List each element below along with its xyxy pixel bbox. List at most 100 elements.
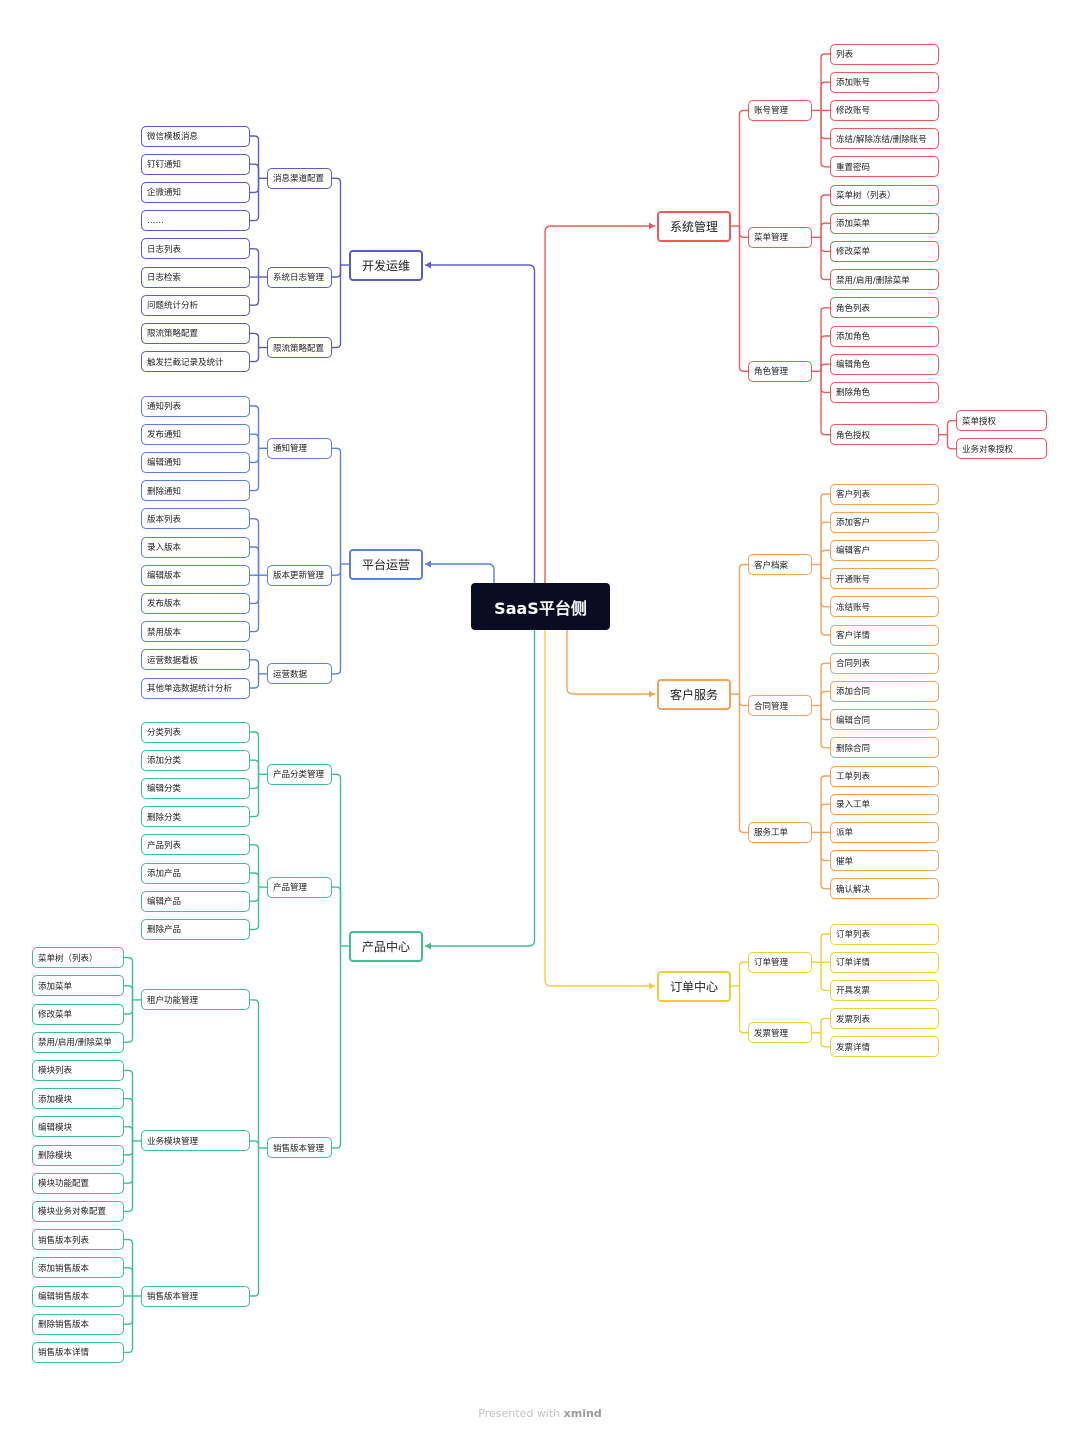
leaf-topic[interactable]: 录入工单 — [830, 793, 939, 815]
leaf-topic[interactable]: 运营数据看板 — [141, 649, 250, 671]
leaf-topic[interactable]: 添加菜单 — [32, 975, 124, 997]
leaf-topic[interactable]: 添加客户 — [830, 511, 939, 533]
subtopic[interactable]: 运营数据 — [267, 663, 332, 685]
leaf-topic[interactable]: 编辑通知 — [141, 451, 250, 473]
leaf-topic[interactable]: 租户功能管理 — [141, 989, 250, 1011]
leaf-topic[interactable]: 业务对象授权 — [956, 438, 1047, 460]
leaf-topic[interactable]: 开通账号 — [830, 568, 939, 590]
subtopic[interactable]: 产品管理 — [267, 876, 332, 898]
leaf-topic[interactable]: 派单 — [830, 821, 939, 843]
leaf-topic[interactable]: 发票列表 — [830, 1008, 939, 1030]
branch-topic[interactable]: 开发运维 — [349, 249, 423, 281]
leaf-topic[interactable]: 模块功能配置 — [32, 1172, 124, 1194]
leaf-topic[interactable]: 菜单授权 — [956, 410, 1047, 432]
subtopic[interactable]: 消息渠道配置 — [267, 167, 332, 189]
leaf-topic[interactable]: 销售版本详情 — [32, 1341, 124, 1363]
leaf-topic[interactable]: 添加分类 — [141, 749, 250, 771]
leaf-topic[interactable]: 开具发票 — [830, 979, 939, 1001]
leaf-topic[interactable]: 列表 — [830, 43, 939, 65]
subtopic[interactable]: 系统日志管理 — [267, 266, 332, 288]
leaf-topic[interactable]: 发布通知 — [141, 423, 250, 445]
subtopic[interactable]: 发票管理 — [748, 1022, 812, 1044]
leaf-topic[interactable]: 菜单树（列表） — [32, 947, 124, 969]
leaf-topic[interactable]: 工单列表 — [830, 765, 939, 787]
leaf-topic[interactable]: 发票详情 — [830, 1036, 939, 1058]
subtopic[interactable]: 账号管理 — [748, 99, 812, 121]
branch-topic[interactable]: 系统管理 — [657, 210, 731, 242]
leaf-topic[interactable]: 删除产品 — [141, 918, 250, 940]
leaf-topic[interactable]: 合同列表 — [830, 652, 939, 674]
leaf-topic[interactable]: 日志检索 — [141, 266, 250, 288]
root-topic[interactable]: SaaS平台侧 — [471, 583, 610, 630]
leaf-topic[interactable]: 录入版本 — [141, 536, 250, 558]
leaf-topic[interactable]: 禁用版本 — [141, 621, 250, 643]
subtopic[interactable]: 订单管理 — [748, 951, 812, 973]
leaf-topic[interactable]: 分类列表 — [141, 721, 250, 743]
leaf-topic[interactable]: 删除合同 — [830, 737, 939, 759]
leaf-topic[interactable]: 添加合同 — [830, 680, 939, 702]
subtopic[interactable]: 角色管理 — [748, 360, 812, 382]
leaf-topic[interactable]: 冻结账号 — [830, 596, 939, 618]
branch-topic[interactable]: 订单中心 — [657, 970, 731, 1002]
leaf-topic[interactable]: 通知列表 — [141, 395, 250, 417]
leaf-topic[interactable]: 钉钉通知 — [141, 153, 250, 175]
leaf-topic[interactable]: 销售版本管理 — [141, 1285, 250, 1307]
leaf-topic[interactable]: 编辑客户 — [830, 539, 939, 561]
leaf-topic[interactable]: 客户列表 — [830, 483, 939, 505]
subtopic[interactable]: 版本更新管理 — [267, 564, 332, 586]
leaf-topic[interactable]: 发布版本 — [141, 592, 250, 614]
subtopic[interactable]: 菜单管理 — [748, 226, 812, 248]
leaf-topic[interactable]: 添加角色 — [830, 325, 939, 347]
leaf-topic[interactable]: 订单列表 — [830, 923, 939, 945]
leaf-topic[interactable]: 编辑版本 — [141, 564, 250, 586]
leaf-topic[interactable]: 编辑合同 — [830, 709, 939, 731]
leaf-topic[interactable]: 其他单选数据统计分析 — [141, 677, 250, 699]
leaf-topic[interactable]: 催单 — [830, 850, 939, 872]
subtopic[interactable]: 通知管理 — [267, 437, 332, 459]
leaf-topic[interactable]: 销售版本列表 — [32, 1229, 124, 1251]
leaf-topic[interactable]: 删除通知 — [141, 480, 250, 502]
subtopic[interactable]: 服务工单 — [748, 821, 812, 843]
leaf-topic[interactable]: 微信模板消息 — [141, 125, 250, 147]
subtopic[interactable]: 产品分类管理 — [267, 763, 332, 785]
leaf-topic[interactable]: 订单详情 — [830, 951, 939, 973]
leaf-topic[interactable]: …… — [141, 210, 250, 232]
leaf-topic[interactable]: 添加账号 — [830, 71, 939, 93]
leaf-topic[interactable]: 菜单树（列表） — [830, 184, 939, 206]
leaf-topic[interactable]: 添加模块 — [32, 1088, 124, 1110]
subtopic[interactable]: 合同管理 — [748, 695, 812, 716]
leaf-topic[interactable]: 编辑产品 — [141, 890, 250, 912]
leaf-topic[interactable]: 修改账号 — [830, 99, 939, 121]
leaf-topic[interactable]: 限流策略配置 — [141, 322, 250, 344]
leaf-topic[interactable]: 重置密码 — [830, 156, 939, 178]
leaf-topic[interactable]: 模块列表 — [32, 1059, 124, 1081]
leaf-topic[interactable]: 角色授权 — [830, 424, 939, 446]
leaf-topic[interactable]: 版本列表 — [141, 508, 250, 530]
leaf-topic[interactable]: 编辑角色 — [830, 353, 939, 375]
subtopic[interactable]: 销售版本管理 — [267, 1137, 332, 1159]
leaf-topic[interactable]: 删除模块 — [32, 1144, 124, 1166]
leaf-topic[interactable]: 业务模块管理 — [141, 1130, 250, 1152]
leaf-topic[interactable]: 删除分类 — [141, 806, 250, 828]
leaf-topic[interactable]: 客户详情 — [830, 624, 939, 646]
leaf-topic[interactable]: 冻结/解除冻结/删除账号 — [830, 128, 939, 150]
leaf-topic[interactable]: 问题统计分析 — [141, 294, 250, 316]
leaf-topic[interactable]: 触发拦截记录及统计 — [141, 351, 250, 373]
subtopic[interactable]: 客户档案 — [748, 554, 812, 575]
branch-topic[interactable]: 产品中心 — [349, 930, 423, 962]
leaf-topic[interactable]: 产品列表 — [141, 834, 250, 856]
leaf-topic[interactable]: 日志列表 — [141, 238, 250, 260]
leaf-topic[interactable]: 编辑分类 — [141, 777, 250, 799]
leaf-topic[interactable]: 禁用/启用/删除菜单 — [32, 1031, 124, 1053]
leaf-topic[interactable]: 删除销售版本 — [32, 1313, 124, 1335]
leaf-topic[interactable]: 模块业务对象配置 — [32, 1200, 124, 1222]
leaf-topic[interactable]: 修改菜单 — [830, 240, 939, 262]
leaf-topic[interactable]: 修改菜单 — [32, 1003, 124, 1025]
leaf-topic[interactable]: 编辑模块 — [32, 1116, 124, 1138]
leaf-topic[interactable]: 角色列表 — [830, 297, 939, 319]
leaf-topic[interactable]: 确认解决 — [830, 878, 939, 900]
leaf-topic[interactable]: 企微通知 — [141, 181, 250, 203]
branch-topic[interactable]: 平台运营 — [349, 548, 423, 580]
leaf-topic[interactable]: 编辑销售版本 — [32, 1285, 124, 1307]
leaf-topic[interactable]: 添加销售版本 — [32, 1257, 124, 1279]
